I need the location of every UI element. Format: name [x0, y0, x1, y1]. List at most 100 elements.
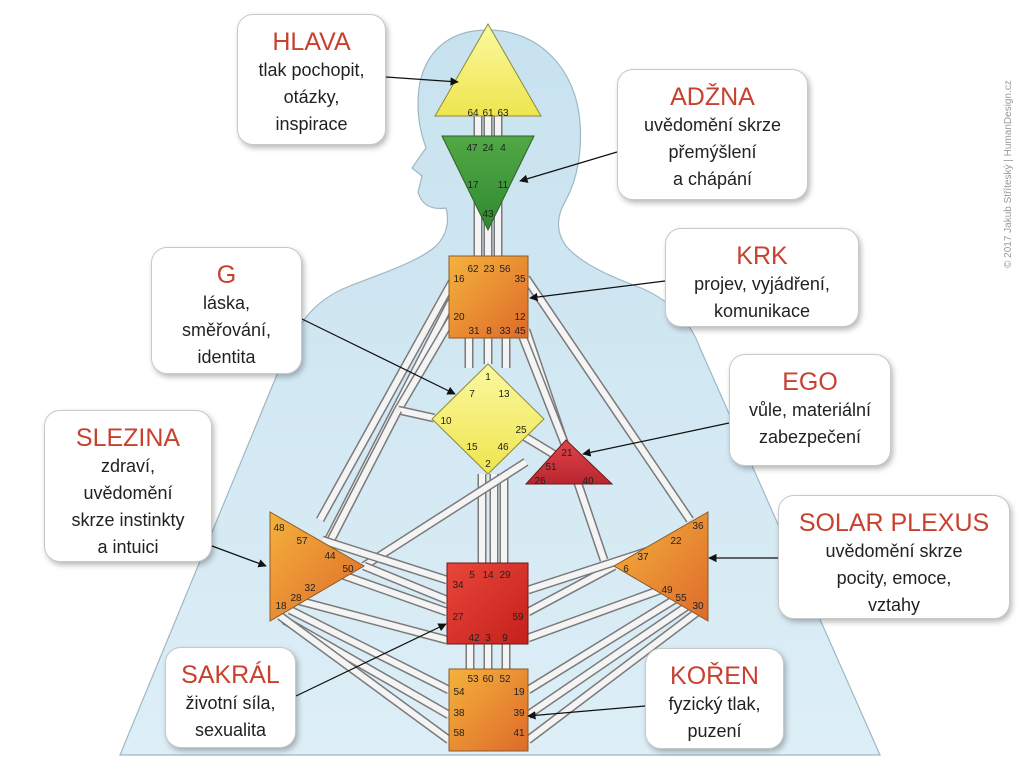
channel-fill [526, 587, 662, 641]
gate-number: 28 [290, 593, 302, 604]
label-sakral: SAKRÁL životní síla, sexualita [165, 647, 296, 748]
gate-number: 19 [513, 687, 525, 698]
gate-number: 38 [453, 708, 465, 719]
gate-number: 34 [452, 580, 464, 591]
gate-number: 33 [499, 326, 511, 337]
gate-number: 52 [499, 674, 511, 685]
gate-number: 5 [469, 570, 475, 581]
label-koren: KOŘEN fyzický tlak, puzení [645, 648, 784, 749]
gate-number: 18 [275, 601, 287, 612]
gate-number: 58 [453, 728, 465, 739]
center-throat [448, 255, 529, 339]
channel-fill [517, 328, 567, 444]
center-ego [524, 439, 614, 485]
center-g [431, 363, 545, 475]
label-koren-desc: fyzický tlak, puzení [668, 694, 761, 741]
label-g-desc: láska, směřování, identita [181, 293, 272, 367]
channel-fill [526, 607, 702, 743]
gate-number: 4 [500, 143, 506, 154]
label-ego-desc: vůle, materiální zabezpečení [748, 400, 872, 447]
gate-number: 35 [514, 274, 526, 285]
gate-number: 22 [670, 536, 682, 547]
gate-number: 37 [637, 552, 649, 563]
gate-number: 29 [499, 570, 511, 581]
gate-number: 25 [515, 425, 527, 436]
center-root [448, 668, 529, 752]
gate-number: 43 [482, 209, 494, 220]
center-sacral [446, 562, 529, 645]
gate-number: 40 [582, 476, 594, 487]
gate-number: 54 [453, 687, 465, 698]
channel-fill [395, 316, 455, 412]
label-slezina-desc: zdraví, uvědomění skrze instinkty a intu… [71, 456, 185, 557]
gate-number: 20 [453, 312, 465, 323]
label-g: G láska, směřování, identita [151, 247, 302, 374]
gate-number: 62 [467, 264, 479, 275]
gate-number: 64 [467, 108, 479, 119]
gate-number: 59 [512, 612, 524, 623]
gate-number: 23 [483, 264, 495, 275]
label-solar-plexus-title: SOLAR PLEXUS [798, 509, 990, 537]
label-sakral-title: SAKRÁL [181, 661, 280, 689]
label-krk-desc: projev, vyjádření, komunikace [694, 274, 830, 321]
gate-number: 50 [342, 564, 354, 575]
gate-number: 60 [482, 674, 494, 685]
label-solar-plexus-desc: uvědomění skrze pocity, emoce, vztahy [825, 541, 963, 615]
label-krk: KRK projev, vyjádření, komunikace [665, 228, 859, 327]
gate-number: 21 [561, 448, 573, 459]
gate-number: 17 [467, 180, 479, 191]
channel-fill [295, 597, 448, 643]
arrow-g [301, 318, 456, 395]
gate-number: 11 [498, 180, 509, 191]
gate-number: 13 [498, 389, 510, 400]
channel-fill [288, 607, 451, 693]
channel-fill [362, 563, 449, 603]
gate-number: 46 [497, 442, 509, 453]
gate-number: 31 [468, 326, 480, 337]
copyright-text: © 2017 Jakub Stříteský | HumanDesign.cz [1003, 80, 1014, 268]
label-sakral-desc: životní síla, sexualita [185, 693, 276, 740]
gate-number: 47 [466, 143, 478, 154]
arrow-ego [582, 422, 730, 457]
label-hlava-title: HLAVA [272, 28, 351, 56]
gate-number: 61 [482, 108, 494, 119]
arrow-krk [529, 280, 666, 302]
arrow-hlava [385, 76, 459, 86]
gate-number: 2 [485, 459, 491, 470]
center-solar-plexus [613, 511, 709, 622]
label-ego: EGO vůle, materiální zabezpečení [729, 354, 891, 466]
pointer-arrows [211, 76, 778, 720]
label-slezina-title: SLEZINA [75, 424, 181, 452]
gate-number: 56 [499, 264, 511, 275]
gate-number: 42 [468, 633, 480, 644]
label-slezina: SLEZINA zdraví, uvědomění skrze instinkt… [44, 410, 212, 562]
label-hlava: HLAVA tlak pochopit, otázky, inspirace [237, 14, 386, 145]
gate-number: 15 [466, 442, 478, 453]
label-adzna-title: ADŽNA [670, 83, 755, 111]
gate-number: 51 [545, 462, 557, 473]
channel-fill [278, 613, 451, 743]
gate-number: 57 [296, 536, 308, 547]
arrow-slezina [211, 545, 267, 568]
gate-number: 32 [304, 583, 316, 594]
channel-fill [523, 276, 693, 522]
gate-number: 39 [513, 708, 525, 719]
gate-number: 8 [486, 326, 492, 337]
label-solar-plexus: SOLAR PLEXUS uvědomění skrze pocity, emo… [778, 495, 1010, 619]
gate-number: 3 [485, 633, 491, 644]
arrow-adzna [519, 151, 618, 183]
channel-fill [526, 587, 692, 693]
center-spleen [269, 511, 365, 622]
arrow-sakral [295, 623, 447, 697]
gate-number: 45 [514, 326, 526, 337]
gate-number: 24 [482, 143, 494, 154]
center-ajna [441, 135, 535, 232]
gate-number: 7 [469, 389, 475, 400]
gate-number: 27 [452, 612, 464, 623]
channel-fill [526, 563, 616, 615]
channel-fill [317, 280, 455, 522]
gate-number: 63 [497, 108, 509, 119]
channel-fill [362, 459, 528, 569]
